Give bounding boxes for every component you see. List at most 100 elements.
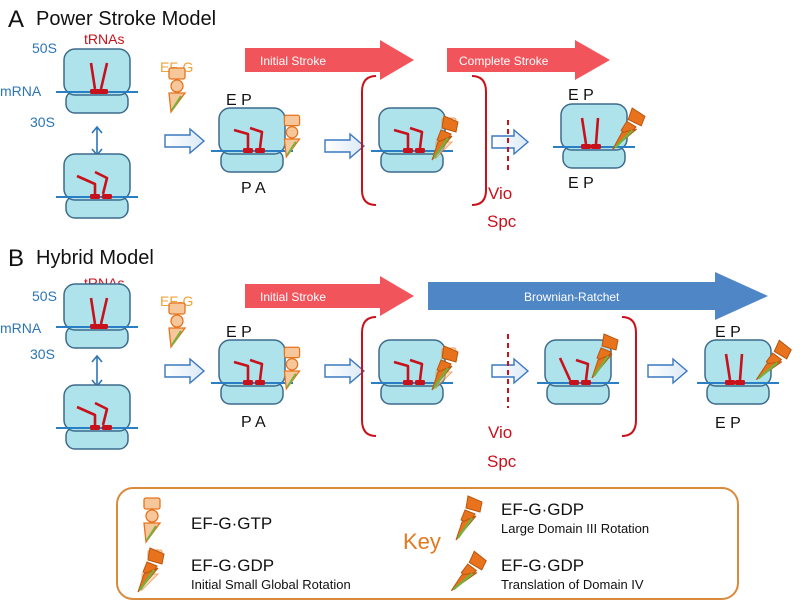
hollow-arrow-b2 bbox=[324, 357, 366, 385]
label-50s-a: 50S bbox=[32, 40, 57, 56]
trna-icon bbox=[99, 297, 109, 325]
hollow-arrow-a3 bbox=[491, 128, 530, 156]
codon-mark bbox=[243, 380, 253, 385]
codon-mark bbox=[415, 380, 425, 385]
efg-gdp-icon bbox=[431, 345, 459, 391]
label-trnas-a: tRNAs bbox=[84, 31, 124, 47]
trna-icon bbox=[94, 170, 109, 195]
trna-icon bbox=[724, 353, 732, 381]
vio-label-b: Vio bbox=[488, 423, 512, 442]
trna-icon bbox=[76, 405, 97, 425]
trna-icon bbox=[99, 62, 109, 90]
trna-icon bbox=[738, 353, 744, 381]
site-label-ep-b1: E P bbox=[226, 324, 252, 341]
hollow-arrow-b3 bbox=[491, 357, 530, 385]
codon-mark bbox=[403, 380, 413, 385]
ribosome-b-classic bbox=[56, 283, 138, 349]
ribosome-a-pre bbox=[211, 107, 293, 173]
key-item-3-desc: Large Domain III Rotation bbox=[501, 521, 649, 536]
large-subunit bbox=[63, 283, 131, 331]
ribosome-layer bbox=[56, 48, 792, 450]
complete-stroke-arrow-a bbox=[447, 40, 610, 80]
ribosome-b-hybrid bbox=[56, 384, 138, 450]
ribosome-b-intermediate bbox=[537, 339, 619, 405]
hollow-arrow-a1 bbox=[164, 127, 206, 155]
efg-gdp-icon bbox=[431, 115, 459, 161]
trna-icon bbox=[393, 360, 410, 380]
hollow-arrow-b1 bbox=[164, 357, 206, 385]
codon-mark bbox=[581, 380, 591, 385]
label-mrna-b: mRNA bbox=[0, 320, 42, 336]
trna-icon bbox=[76, 174, 97, 194]
panel-a-letter: A bbox=[8, 6, 24, 33]
trna-icon bbox=[558, 357, 572, 381]
complete-stroke-label-a: Complete Stroke bbox=[459, 54, 549, 68]
efg-gdp-icon bbox=[612, 107, 646, 150]
codon-mark bbox=[90, 89, 100, 94]
codon-mark bbox=[102, 425, 112, 430]
large-subunit bbox=[63, 153, 131, 201]
brownian-ratchet-label: Brownian-Ratchet bbox=[524, 290, 620, 304]
codon-mark bbox=[591, 144, 601, 149]
codon-mark bbox=[90, 425, 100, 430]
key-title: Key bbox=[403, 529, 441, 554]
trna-icon bbox=[393, 128, 410, 148]
double-arrow-a bbox=[91, 125, 103, 157]
efg-gtp-key-icon bbox=[143, 497, 162, 544]
bracket-left-b bbox=[361, 316, 377, 437]
label-30s-b: 30S bbox=[30, 346, 55, 362]
large-subunit bbox=[63, 384, 131, 432]
codon-mark bbox=[243, 148, 253, 153]
codon-mark bbox=[90, 194, 100, 199]
trna-icon bbox=[249, 358, 264, 381]
bracket-right-b bbox=[621, 316, 637, 437]
site-label-ep-b2: E P bbox=[715, 324, 741, 341]
large-subunit bbox=[378, 107, 446, 155]
ribosome-b-post bbox=[697, 339, 779, 405]
trna-icon bbox=[249, 126, 264, 149]
efg-gdp-domain3-key-icon bbox=[455, 495, 483, 541]
large-subunit bbox=[218, 107, 286, 155]
vio-label-a: Vio bbox=[488, 184, 512, 203]
large-subunit bbox=[378, 339, 446, 387]
ribosome-b-initial bbox=[371, 339, 453, 405]
initial-stroke-label-b: Initial Stroke bbox=[260, 290, 326, 304]
efg-gdp-initial-key-icon bbox=[137, 547, 165, 593]
codon-mark bbox=[581, 144, 591, 149]
codon-mark bbox=[725, 380, 735, 385]
hollow-arrow-b4 bbox=[647, 357, 689, 385]
efg-gdp-icon bbox=[755, 339, 792, 381]
efg-gtp-icon bbox=[168, 67, 187, 114]
codon-mark bbox=[735, 380, 745, 385]
site-label-ep-a1: E P bbox=[226, 92, 252, 109]
trna-icon bbox=[89, 297, 97, 325]
trna-icon bbox=[94, 401, 109, 426]
ribosome-a-classic bbox=[56, 48, 138, 114]
site-label-ep-b3: E P bbox=[715, 415, 741, 432]
codon-mark bbox=[90, 324, 100, 329]
label-50s-b: 50S bbox=[32, 288, 57, 304]
brownian-ratchet-arrow bbox=[428, 272, 768, 320]
efg-gtp-icon bbox=[283, 346, 301, 391]
key-item-4-name: EF-G·GDP bbox=[501, 556, 584, 575]
efg-gtp-icon bbox=[283, 114, 301, 159]
label-30s-a: 30S bbox=[30, 114, 55, 130]
bracket-right-a bbox=[471, 75, 487, 206]
site-label-ep-a2: E P bbox=[568, 87, 594, 104]
panel-b-letter: B bbox=[8, 245, 24, 272]
key-box: Key EF-G·GTP EF-G·GDP Initial Small Glob… bbox=[116, 487, 739, 600]
trna-icon bbox=[89, 62, 97, 90]
trna-icon bbox=[233, 360, 250, 380]
codon-mark bbox=[102, 194, 112, 199]
site-label-pa-a: P A bbox=[241, 180, 266, 197]
large-subunit bbox=[63, 48, 131, 96]
panel-a-title: Power Stroke Model bbox=[36, 8, 216, 30]
ribosome-a-hybrid bbox=[56, 153, 138, 219]
ribosome-a-initial bbox=[371, 107, 453, 173]
codon-mark bbox=[255, 148, 265, 153]
trna-icon bbox=[233, 128, 250, 148]
initial-stroke-arrow-a bbox=[245, 40, 414, 80]
key-item-2-name: EF-G·GDP bbox=[191, 556, 274, 575]
